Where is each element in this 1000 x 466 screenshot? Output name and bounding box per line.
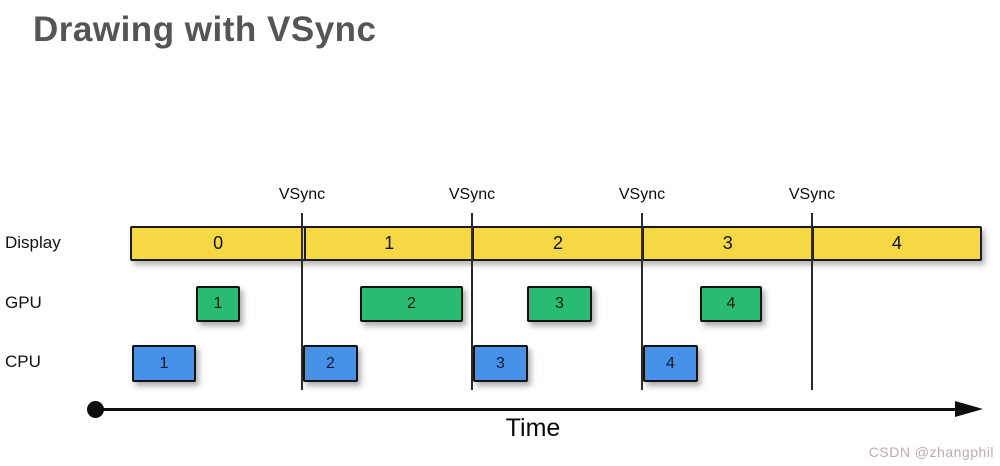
time-axis-origin-dot [87,401,104,418]
time-axis-line [95,408,962,411]
time-axis-arrowhead-icon [955,401,983,417]
cpu-task-1: 1 [132,345,196,382]
gpu-task-4: 4 [700,286,762,322]
row-label-display: Display [5,233,61,252]
display-frame-0: 0 [213,233,224,253]
vsync-line-2 [471,213,473,390]
time-axis-label: Time [505,414,561,442]
display-frame-1: 1 [304,228,472,259]
vsync-line-4 [811,213,813,390]
row-label-cpu: CPU [5,352,41,371]
display-frame-3: 3 [641,228,812,259]
gpu-task-2: 2 [360,286,463,322]
watermark: CSDN @zhangphil [868,444,994,460]
vsync-label-1: VSync [278,186,326,203]
vsync-line-1 [301,213,303,390]
display-frame-4: 4 [811,228,980,259]
cpu-task-3: 3 [473,345,528,382]
page-title: Drawing with VSync [33,10,377,49]
cpu-task-2: 2 [303,345,358,382]
cpu-task-4: 4 [643,345,698,382]
vsync-label-3: VSync [618,186,666,203]
gpu-task-1: 1 [196,286,240,322]
row-label-gpu: GPU [5,293,42,312]
vsync-label-4: VSync [788,186,836,203]
vsync-line-3 [641,213,643,390]
vsync-label-2: VSync [448,186,496,203]
gpu-task-3: 3 [527,286,592,322]
display-frame-2: 2 [472,228,641,259]
